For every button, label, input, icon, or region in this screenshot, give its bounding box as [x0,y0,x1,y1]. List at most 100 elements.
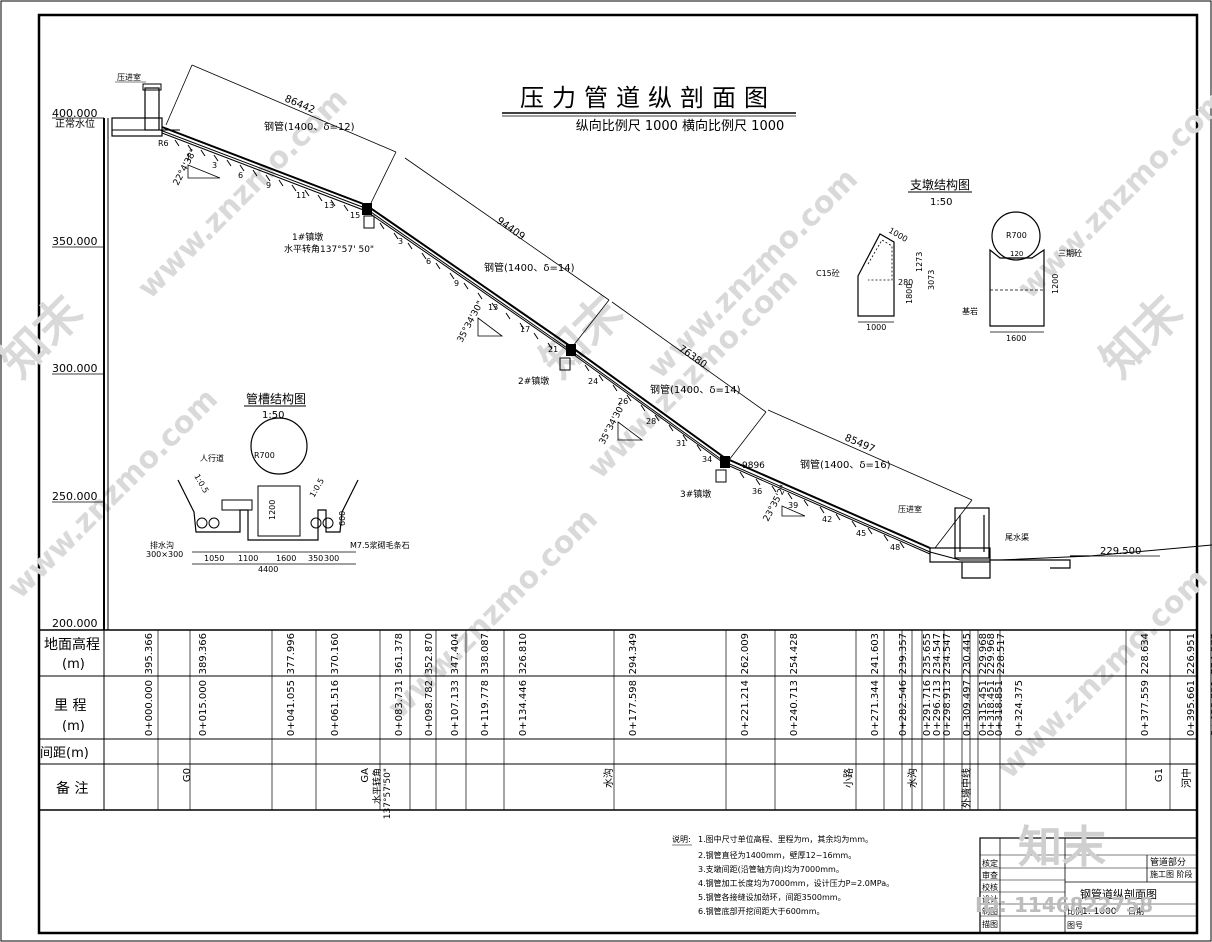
chainage-cell: 0+134.446 [518,680,529,736]
support-h2: 1273 [915,252,924,272]
drawing-scale: 纵向比例尺 1000 横向比例尺 1000 [576,118,785,134]
drain-label: 排水沟 [150,540,174,550]
chainage-cell: 0+318.851 [994,680,1005,736]
tick-label-400: 400.000 [52,107,98,120]
remark-cell: 水沟 [602,768,615,788]
watermark-site-3: www.znzmo.com [581,262,805,486]
trench-total: 4400 [258,565,278,574]
note-item: 2.钢管直径为1400mm，壁厚12~16mm。 [698,850,856,860]
elevation-cell: 228.517 [996,633,1007,674]
notes: 说明: 1.图中尺寸单位高程、里程为m，其余均为mm。 2.钢管直径为1400m… [672,834,894,916]
chainage-cell: 0+282.546 [898,680,909,736]
support-number: 3 [212,161,217,170]
elevation-cell: 235.655 [922,633,933,674]
chainage-cell: 0+015.000 [198,680,209,736]
remark-cell: 外墙中线 [960,768,973,808]
title-block-date-label: 日期 [1128,907,1144,916]
elevation-cell: 241.603 [870,633,881,674]
chainage-cell: 0+221.214 [740,680,751,736]
elevation-cell: 239.357 [898,633,909,674]
support-number: 13 [324,201,334,210]
title-block-number-label: 图号 [1067,921,1083,930]
chainage-cell: 0+240.713 [789,680,800,736]
segment-angle: 23°35'2" [762,484,789,524]
extra-length: 9896 [742,461,765,471]
support-number: 39 [788,501,798,510]
lower-structure-label: 压进室 [898,504,922,514]
segment-pipe: 钢管(1400、δ=14) [650,383,741,396]
chainage-cell: 0+406.851 [1210,680,1212,736]
tailwater-label: 尾水渠 [1005,532,1029,542]
anchor-label: 1#镇墩 [292,231,323,243]
support-number: 13 [488,303,498,312]
title-block-scale-value: 1: 1000 [1082,907,1117,917]
support-number: 36 [752,487,762,496]
slope-right-label: 1:0.5 [308,477,326,499]
support-number: 1 [186,153,191,162]
note-item: 4.钢管加工长度均为7000mm，设计压力P=2.0MPa。 [698,878,894,888]
tailwater-elev: 229.500 [1100,546,1141,557]
elevation-cell: 262.009 [740,633,751,674]
support-d3: 120 [1010,250,1023,258]
support-number: 6 [238,171,243,180]
title-block-drawing-name: 钢管道纵剖面图 [1080,887,1157,901]
trench-dim: 300 [324,554,339,563]
r-label: R6 [158,139,169,148]
slope-triangles [187,164,806,517]
trench-dim: 350 [308,554,323,563]
title-block-row: 设计 [982,894,998,904]
lower-structure [929,507,1090,579]
notes-heading: 说明: [672,834,691,844]
row-label-unit: (m) [62,657,85,672]
support-number: 17 [520,325,530,334]
elevation-cell: 361.378 [394,633,405,674]
support-number: 24 [588,377,598,386]
pipeline-profile: 压进室 R6 1 3 6 9 11 13 15 3 6 9 13 [111,64,1212,579]
elevation-cell: 338.087 [480,633,491,674]
chainage-cell: 0+324.375 [1014,680,1025,736]
inner-border [37,13,1199,935]
title-block: 核定 审查 校核 设计 制图 描图 管道部分 施工图 阶段 钢管道纵剖面图 比例… [979,837,1198,934]
watermark-site-5: www.znzmo.com [1011,82,1212,306]
chainage-cell: 0+107.133 [450,680,461,736]
upper-structure: 压进室 R6 [111,72,180,148]
title-block-row: 制图 [982,906,998,916]
remark-cell: G1 [1154,768,1165,782]
concrete-label: C15砼 [816,268,840,278]
support-number: 45 [856,529,866,538]
note-item: 1.图中尺寸单位高程、里程为m，其余均为mm。 [698,834,873,844]
tick-label-300: 300.000 [52,362,98,375]
title-block-row: 描图 [982,919,998,929]
row-label: 备 注 [56,780,88,797]
support-h4: 1200 [1051,274,1060,294]
trench-detail: 管槽结构图 1:50 R700 人行道 1:0.5 1:0.5 1200 600… [146,391,410,574]
watermark-site-6: www.znzmo.com [991,562,1212,786]
chainage-cell: 0+000.000 [144,680,155,736]
drawing-title: 压力管道纵剖面图 [520,84,776,112]
support-number: 11 [296,191,306,200]
elevation-cell: 226.951 [1186,633,1197,674]
remark-cell: GA [360,768,371,783]
chainage-cell: 0+298.913 [942,680,953,736]
watermark-brand-large: 知末 [1018,822,1106,873]
chainage-cell: 0+271.344 [870,680,881,736]
support-number: 3 [398,237,403,246]
h1-label: 1200 [268,500,277,520]
anchor-label: 2#镇墩 [518,375,549,387]
chainage-cell: 0+377.559 [1140,680,1151,736]
elevation-cell: 326.810 [518,633,529,674]
row-label: 里 程 [54,698,86,714]
support-title: 支墩结构图 [910,177,970,192]
title-block-project: 管道部分 [1150,856,1186,868]
h2-label: 600 [338,511,347,526]
note-item: 5.钢管各接缝设加劲环，间距3500mm。 [698,892,846,902]
support-d2: 280 [898,278,913,287]
elevation-cell: 229.968 [978,633,989,674]
saddle-label: 三期砼 [1058,248,1082,258]
title-block-stage: 施工图 阶段 [1150,869,1193,879]
remark-cell: G0 [182,768,193,782]
elevation-cell: 352.870 [424,633,435,674]
support-number: 9 [454,279,459,288]
masonry-label: M7.5浆砌毛条石 [350,540,410,550]
